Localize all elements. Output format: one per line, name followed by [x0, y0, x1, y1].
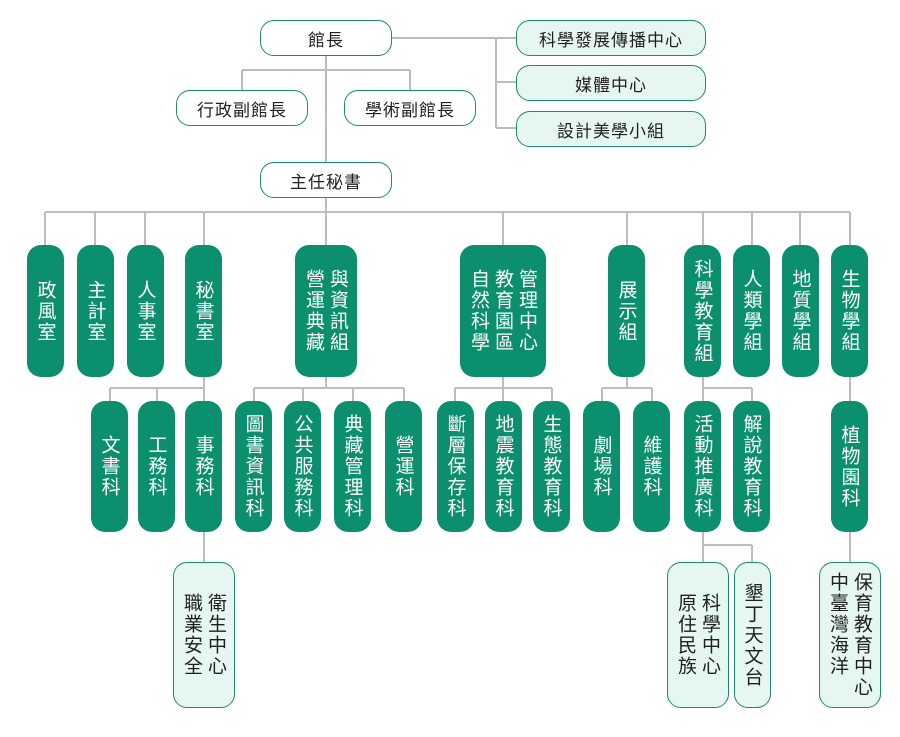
division-exhibition: 展示組: [608, 245, 645, 377]
center-indigenous-science: 科學中心 原住民族: [667, 562, 729, 708]
section-documents: 文書科: [91, 401, 128, 532]
section-earthquake: 地震教育科: [485, 401, 522, 532]
division-secretariat: 秘書室: [185, 245, 222, 377]
chief-secretary-label: 主任秘書: [290, 172, 362, 193]
section-label: 斷層保存科: [444, 414, 467, 519]
division-political: 政風室: [27, 245, 64, 377]
section-label: 公共服務科: [291, 414, 314, 519]
division-label: 與資訊組 營運典藏: [303, 269, 349, 353]
division-label: 展示組: [615, 279, 638, 343]
division-label: 秘書室: [192, 279, 215, 343]
section-affairs: 事務科: [185, 401, 222, 532]
side-unit-label: 設計美學小組: [557, 121, 665, 142]
section-public-service: 公共服務科: [284, 401, 321, 532]
division-label: 科學教育組: [691, 258, 714, 364]
section-library: 圖書資訊科: [235, 401, 272, 532]
division-natural-park: 管理中心 教育園區 自然科學: [460, 245, 546, 377]
section-label: 劇場科: [590, 435, 613, 498]
section-label: 文書科: [98, 435, 121, 498]
chief-secretary-box: 主任秘書: [260, 162, 392, 198]
section-label: 典藏管理科: [341, 414, 364, 519]
section-label: 解說教育科: [740, 414, 763, 519]
section-collection: 典藏管理科: [334, 401, 371, 532]
section-label: 工務科: [145, 435, 168, 498]
division-operations: 與資訊組 營運典藏: [295, 245, 357, 377]
center-label: 科學中心 原住民族: [675, 593, 721, 677]
director-label: 館長: [308, 30, 344, 51]
center-kenting-observatory: 墾丁天文台: [734, 562, 771, 708]
division-label: 人事室: [134, 279, 157, 343]
section-label: 生態教育科: [540, 414, 563, 519]
section-fault: 斷層保存科: [437, 401, 474, 532]
division-label: 地質學組: [789, 269, 812, 353]
section-interpretation: 解說教育科: [733, 401, 770, 532]
division-label: 人類學組: [740, 269, 763, 353]
deputy-admin-box: 行政副館長: [176, 90, 308, 126]
side-unit-label: 科學發展傳播中心: [539, 30, 683, 51]
center-label: 墾丁天文台: [741, 582, 764, 688]
section-label: 活動推廣科: [691, 414, 714, 519]
center-marine-conservation: 保育教育中心 中臺灣海洋: [819, 562, 881, 708]
section-operation: 營運科: [385, 401, 422, 532]
section-general-affairs: 工務科: [138, 401, 175, 532]
division-label: 政風室: [34, 279, 57, 343]
division-anthropology: 人類學組: [733, 245, 770, 377]
division-label: 主計室: [84, 279, 107, 343]
section-label: 營運科: [392, 435, 415, 498]
division-personnel: 人事室: [127, 245, 164, 377]
section-promotion: 活動推廣科: [684, 401, 721, 532]
side-unit-science-communication: 科學發展傳播中心: [516, 20, 706, 56]
section-maintenance: 維護科: [633, 401, 670, 532]
center-label: 衛生中心 職業安全: [181, 593, 227, 677]
side-unit-media: 媒體中心: [516, 65, 706, 101]
deputy-admin-label: 行政副館長: [197, 100, 287, 121]
section-botanical: 植物園科: [831, 401, 868, 532]
side-unit-design: 設計美學小組: [516, 111, 706, 147]
center-label: 保育教育中心 中臺灣海洋: [827, 572, 873, 698]
section-label: 維護科: [640, 435, 663, 498]
center-health-safety: 衛生中心 職業安全: [173, 562, 235, 708]
section-theater: 劇場科: [583, 401, 620, 532]
division-biology: 生物學組: [831, 245, 868, 377]
division-geology: 地質學組: [782, 245, 819, 377]
section-label: 地震教育科: [492, 414, 515, 519]
division-label: 管理中心 教育園區 自然科學: [468, 269, 538, 353]
deputy-academic-label: 學術副館長: [365, 100, 455, 121]
section-label: 植物園科: [838, 424, 861, 509]
side-unit-label: 媒體中心: [575, 75, 647, 96]
division-accounting: 主計室: [77, 245, 114, 377]
section-label: 事務科: [192, 435, 215, 498]
section-ecology: 生態教育科: [533, 401, 570, 532]
division-science-education: 科學教育組: [684, 245, 721, 377]
director-box: 館長: [260, 20, 392, 56]
deputy-academic-box: 學術副館長: [344, 90, 476, 126]
division-label: 生物學組: [838, 269, 861, 353]
section-label: 圖書資訊科: [242, 414, 265, 519]
